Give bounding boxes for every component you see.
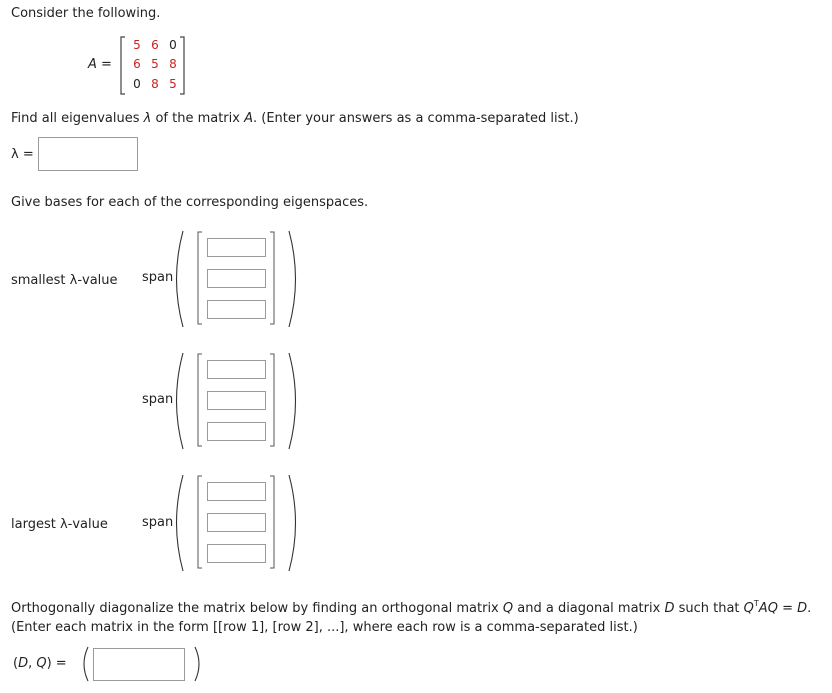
intro-text: Consider the following. [11,6,161,21]
smallest-lambda-label: smallest λ-value [11,273,118,288]
basis-1-entry-3[interactable] [207,300,266,319]
q3-d-result: D [797,601,808,616]
vector-left-bracket [197,231,202,325]
span-right-paren [288,352,297,450]
matrix-format-hint: (Enter each matrix in the form [[row 1],… [11,620,638,635]
answer-right-paren [194,646,200,682]
largest-lambda-label: largest λ-value [11,517,108,532]
span-left-paren [175,474,184,572]
q3-dot: . [807,601,812,616]
q3-eq: = [777,601,798,616]
span-label: span [142,515,174,530]
q1-matrix-name: A [244,111,253,126]
matrix-left-bracket [120,36,125,95]
basis-2-entry-3[interactable] [207,422,266,441]
span-left-paren [175,230,184,328]
span-right-paren [288,230,297,328]
q3-text-c: such that [674,601,744,616]
vector-right-bracket [270,353,275,447]
dq-answer-label: (D, Q) = [13,656,67,671]
vector-left-bracket [197,475,202,569]
q3-transpose-mark: T [753,599,759,608]
q1-mid: of the matrix [151,111,245,126]
q3-d: D [664,601,675,616]
matrix-cell: 6 [133,57,141,71]
q1-suffix: . (Enter your answers as a comma-separat… [253,111,579,126]
dq-eq: = [51,656,67,671]
diagonalize-instruction: Orthogonally diagonalize the matrix belo… [11,599,812,616]
eigenvalue-question: Find all eigenvalues λ of the matrix A. … [11,111,579,126]
matrix-equals: = [96,57,112,72]
matrix-cell: 6 [151,38,159,52]
vector-right-bracket [270,231,275,325]
basis-1-entry-2[interactable] [207,269,266,288]
matrix-cell: 0 [169,38,177,52]
answer-left-paren [83,646,89,682]
q3-q-transpose: Q [743,601,754,616]
vector-left-bracket [197,353,202,447]
dq-open: ( [13,656,19,671]
dq-comma: , [28,656,37,671]
dq-d: D [18,656,29,671]
dq-close: ) [46,656,52,671]
dq-q: Q [36,656,47,671]
q3-text-b: and a diagonal matrix [513,601,665,616]
q3-text-a: Orthogonally diagonalize the matrix belo… [11,601,503,616]
basis-2-entry-1[interactable] [207,360,266,379]
q1-prefix: Find all eigenvalues [11,111,144,126]
q3-q: Q [502,601,514,616]
span-right-paren [288,474,297,572]
eigenspace-instruction: Give bases for each of the corresponding… [11,195,369,210]
basis-3-entry-1[interactable] [207,482,266,501]
basis-2-entry-2[interactable] [207,391,266,410]
eigenvalue-input[interactable] [38,137,138,171]
dq-input[interactable] [93,648,185,681]
matrix-cell: 5 [133,38,141,52]
span-label: span [142,270,174,285]
lambda-symbol: λ [143,111,152,126]
q3-aq: AQ [758,601,778,616]
matrix-cell: 5 [151,57,159,71]
matrix-cell: 8 [169,57,177,71]
basis-3-entry-3[interactable] [207,544,266,563]
matrix-cell: 0 [133,77,141,91]
matrix-cell: 5 [169,77,177,91]
matrix-name: A [88,57,97,72]
matrix-label: A = [88,57,112,72]
vector-right-bracket [270,475,275,569]
span-label: span [142,392,174,407]
matrix-cell: 8 [151,77,159,91]
span-left-paren [175,352,184,450]
basis-1-entry-1[interactable] [207,238,266,257]
basis-3-entry-2[interactable] [207,513,266,532]
matrix-right-bracket [180,36,185,95]
eigenvalue-answer-label: λ = [11,147,34,162]
